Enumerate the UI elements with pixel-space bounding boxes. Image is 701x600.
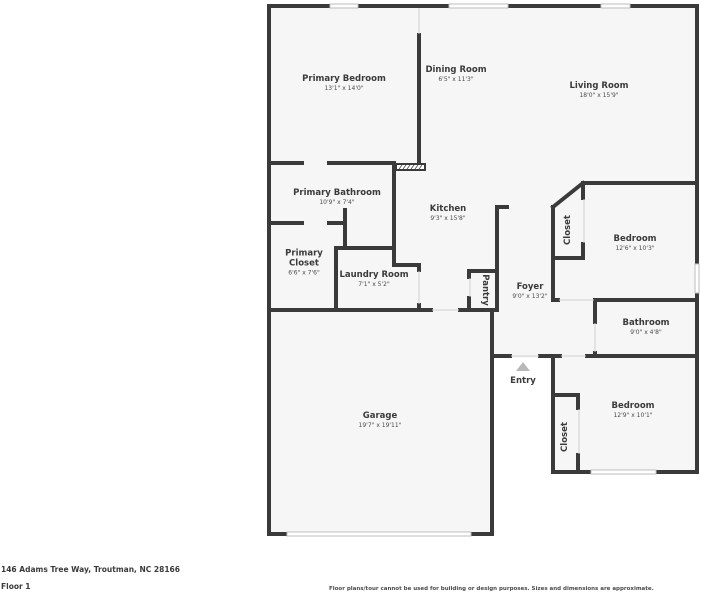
room-name: Primary Bathroom (293, 188, 381, 199)
room-name: Pantry (479, 274, 490, 306)
room-bedroom-2[interactable]: Bedroom 12'9" x 10'1" (611, 401, 655, 420)
room-name-line2: Closet (289, 258, 319, 269)
room-dining-room[interactable]: Dining Room 6'5" x 11'3" (425, 65, 487, 84)
property-address: 146 Adams Tree Way, Troutman, NC 28166 (1, 565, 180, 574)
door-openings (418, 8, 596, 454)
room-name: Closet (563, 215, 574, 245)
room-name-line1: Primary (285, 248, 323, 259)
room-dimensions: 12'6" x 10'3" (615, 244, 655, 252)
disclaimer-text: Floor plans/tour cannot be used for buil… (329, 586, 654, 592)
room-dimensions: 9'0" x 13'2" (512, 292, 548, 300)
room-garage[interactable]: Garage 19'7" x 19'11" (358, 411, 402, 430)
room-dimensions: 9'0" x 4'8" (630, 328, 662, 336)
room-dimensions: 13'1" x 14'0" (324, 84, 364, 92)
room-primary-closet[interactable]: Primary Closet 6'6" x 7'6" (285, 249, 323, 276)
room-bathroom[interactable]: Bathroom 9'0" x 4'8" (622, 318, 670, 337)
room-name: Kitchen (429, 204, 467, 215)
floor-label: Floor 1 (1, 582, 31, 591)
room-closet-1[interactable]: Closet (563, 215, 574, 245)
floor-fills (270, 6, 697, 534)
room-primary-bedroom[interactable]: Primary Bedroom 13'1" x 14'0" (302, 74, 386, 93)
room-dimensions: 19'7" x 19'11" (358, 421, 402, 429)
room-name: Closet (560, 422, 571, 452)
room-pantry[interactable]: Pantry (479, 274, 490, 306)
fireplace-icon (395, 163, 426, 171)
windows (286, 3, 700, 537)
room-dimensions: 7'1" x 5'2" (358, 280, 390, 288)
room-kitchen[interactable]: Kitchen 9'3" x 15'8" (429, 204, 467, 223)
room-entry[interactable]: Entry (510, 376, 536, 387)
room-name: Laundry Room (339, 270, 409, 281)
room-dimensions: 6'6" x 7'6" (288, 268, 320, 276)
room-closet-2[interactable]: Closet (560, 422, 571, 452)
room-primary-bathroom[interactable]: Primary Bathroom 10'9" x 7'4" (293, 188, 381, 207)
room-name: Bedroom (611, 401, 655, 412)
room-name: Dining Room (425, 65, 487, 76)
room-laundry-room[interactable]: Laundry Room 7'1" x 5'2" (339, 270, 409, 289)
room-dimensions: 18'0" x 15'9" (579, 91, 619, 99)
room-name: Bathroom (622, 318, 670, 329)
room-dimensions: 12'9" x 10'1" (613, 411, 653, 419)
room-dimensions: 6'5" x 11'3" (438, 75, 474, 83)
walls (267, 4, 699, 536)
entry-arrow-icon (516, 362, 530, 371)
room-bedroom-1[interactable]: Bedroom 12'6" x 10'3" (613, 234, 657, 253)
room-dimensions: 9'3" x 15'8" (430, 214, 466, 222)
room-foyer[interactable]: Foyer 9'0" x 13'2" (512, 282, 548, 301)
room-name: Entry (510, 376, 536, 387)
room-name: Living Room (569, 81, 629, 92)
room-dimensions: 10'9" x 7'4" (319, 198, 355, 206)
room-name: Bedroom (613, 234, 657, 245)
room-name: Foyer (516, 282, 544, 293)
room-name: Primary Bedroom (302, 74, 386, 85)
room-living-room[interactable]: Living Room 18'0" x 15'9" (569, 81, 629, 100)
room-name: Garage (362, 411, 398, 422)
